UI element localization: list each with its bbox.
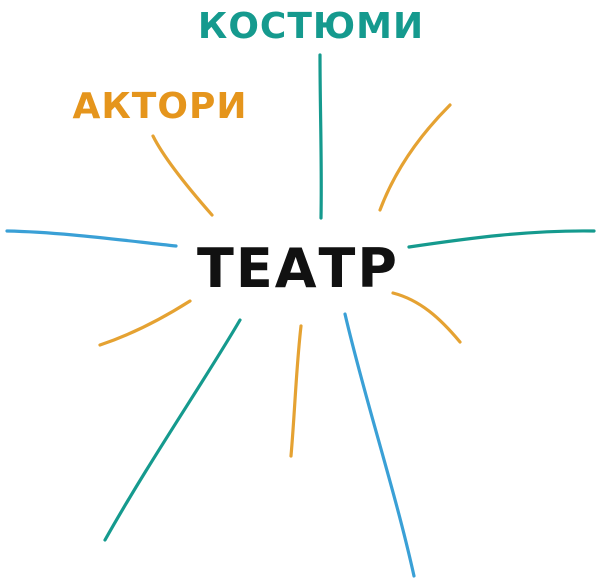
center-label-theatre: ТЕАТР (197, 237, 399, 300)
branch-label-aktory: АКТОРИ (73, 86, 248, 127)
spoke-left (5, 229, 178, 248)
spoke-bottom-center (289, 324, 303, 458)
spoke-top-kostiumy (318, 53, 323, 220)
spoke-bottom-left-long (103, 318, 242, 542)
spoke-lower-left (98, 299, 192, 347)
spoke-lower-right (391, 291, 462, 344)
spoke-right (407, 229, 596, 249)
branch-label-kostiumy: КОСТЮМИ (198, 6, 424, 47)
spoke-upper-left-aktory (151, 134, 214, 217)
spoke-upper-right (378, 103, 452, 212)
spoke-bottom-right-long (343, 312, 416, 578)
